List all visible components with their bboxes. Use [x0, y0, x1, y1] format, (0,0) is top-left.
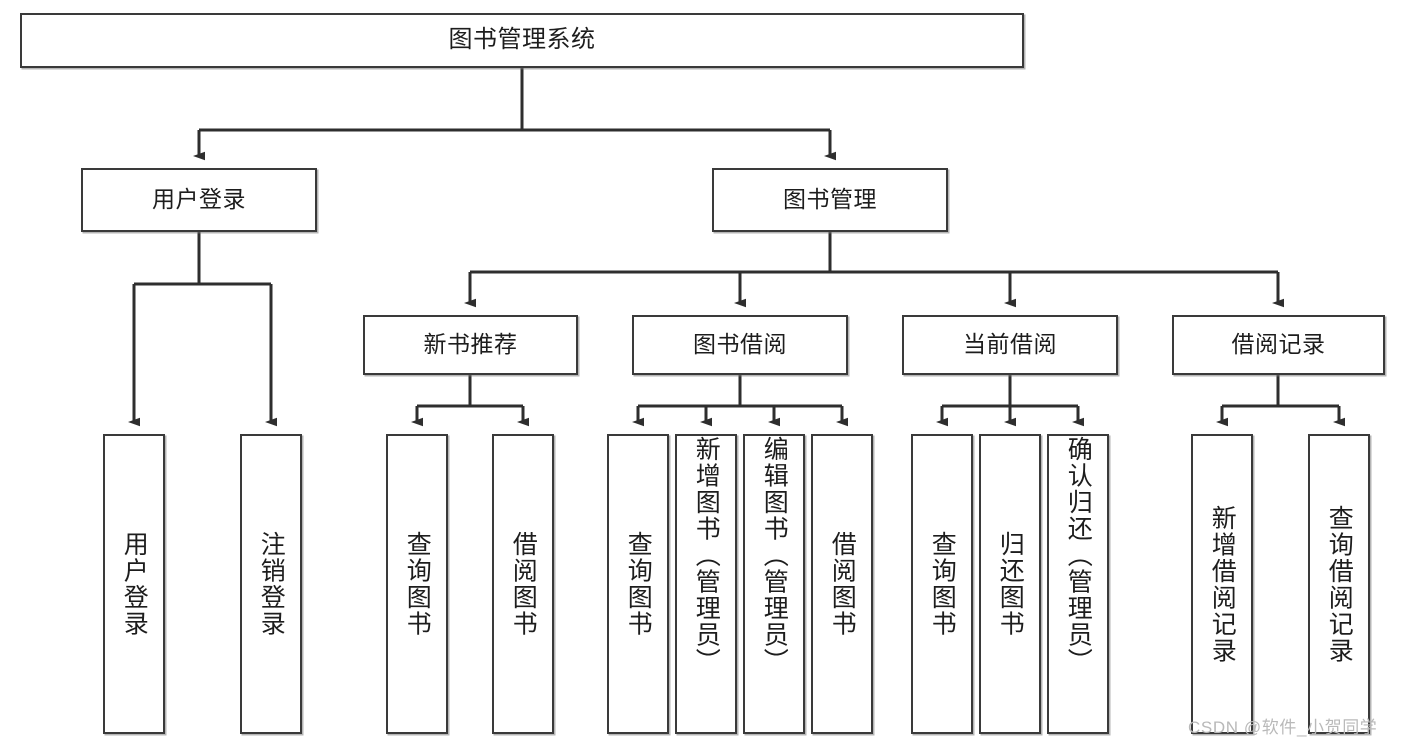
node-label: 图书管理: [783, 186, 877, 213]
leaf-book-borrow-edit[interactable]: 编辑图书（管理员）: [743, 434, 805, 734]
node-label: 图书借阅: [693, 331, 787, 358]
node-label: 编辑图书（管理员）: [760, 436, 789, 675]
node-label: 用户登录: [120, 531, 149, 637]
node-label: 新增借阅记录: [1208, 504, 1237, 664]
node-root-system[interactable]: 图书管理系统: [20, 13, 1024, 68]
node-label: 借阅图书: [828, 531, 857, 637]
node-label: 确认归还（管理员）: [1064, 436, 1093, 675]
leaf-current-borrow-query[interactable]: 查询图书: [911, 434, 973, 734]
leaf-book-borrow-query[interactable]: 查询图书: [607, 434, 669, 734]
node-book-borrow[interactable]: 图书借阅: [632, 315, 848, 375]
node-label: 归还图书: [996, 531, 1025, 637]
node-new-book-recommend[interactable]: 新书推荐: [363, 315, 578, 375]
node-label: 图书管理系统: [448, 26, 596, 54]
node-user-login[interactable]: 用户登录: [81, 168, 317, 232]
node-book-management[interactable]: 图书管理: [712, 168, 948, 232]
watermark-text: CSDN @软件_小贺同学: [1188, 718, 1378, 737]
node-label: 查询图书: [928, 531, 957, 637]
node-label: 借阅图书: [509, 531, 538, 637]
leaf-book-borrow-borrow[interactable]: 借阅图书: [811, 434, 873, 734]
leaf-user-login-login[interactable]: 用户登录: [103, 434, 165, 734]
node-label: 新增图书（管理员）: [692, 436, 721, 675]
node-label: 用户登录: [152, 186, 246, 213]
node-current-borrow[interactable]: 当前借阅: [902, 315, 1118, 375]
node-label: 查询图书: [403, 531, 432, 637]
node-label: 新书推荐: [423, 331, 518, 358]
node-label: 注销登录: [257, 531, 286, 637]
leaf-current-borrow-confirm-return[interactable]: 确认归还（管理员）: [1047, 434, 1109, 734]
leaf-book-borrow-add[interactable]: 新增图书（管理员）: [675, 434, 737, 734]
leaf-current-borrow-return[interactable]: 归还图书: [979, 434, 1041, 734]
leaf-new-book-query[interactable]: 查询图书: [386, 434, 448, 734]
node-label: 查询图书: [624, 531, 653, 637]
leaf-borrow-record-add[interactable]: 新增借阅记录: [1191, 434, 1253, 734]
leaf-user-login-logout[interactable]: 注销登录: [240, 434, 302, 734]
node-label: 当前借阅: [963, 331, 1057, 358]
node-label: 借阅记录: [1231, 331, 1326, 358]
node-label: 查询借阅记录: [1325, 504, 1354, 664]
leaf-borrow-record-query[interactable]: 查询借阅记录: [1308, 434, 1370, 734]
leaf-new-book-borrow[interactable]: 借阅图书: [492, 434, 554, 734]
node-borrow-record[interactable]: 借阅记录: [1172, 315, 1385, 375]
